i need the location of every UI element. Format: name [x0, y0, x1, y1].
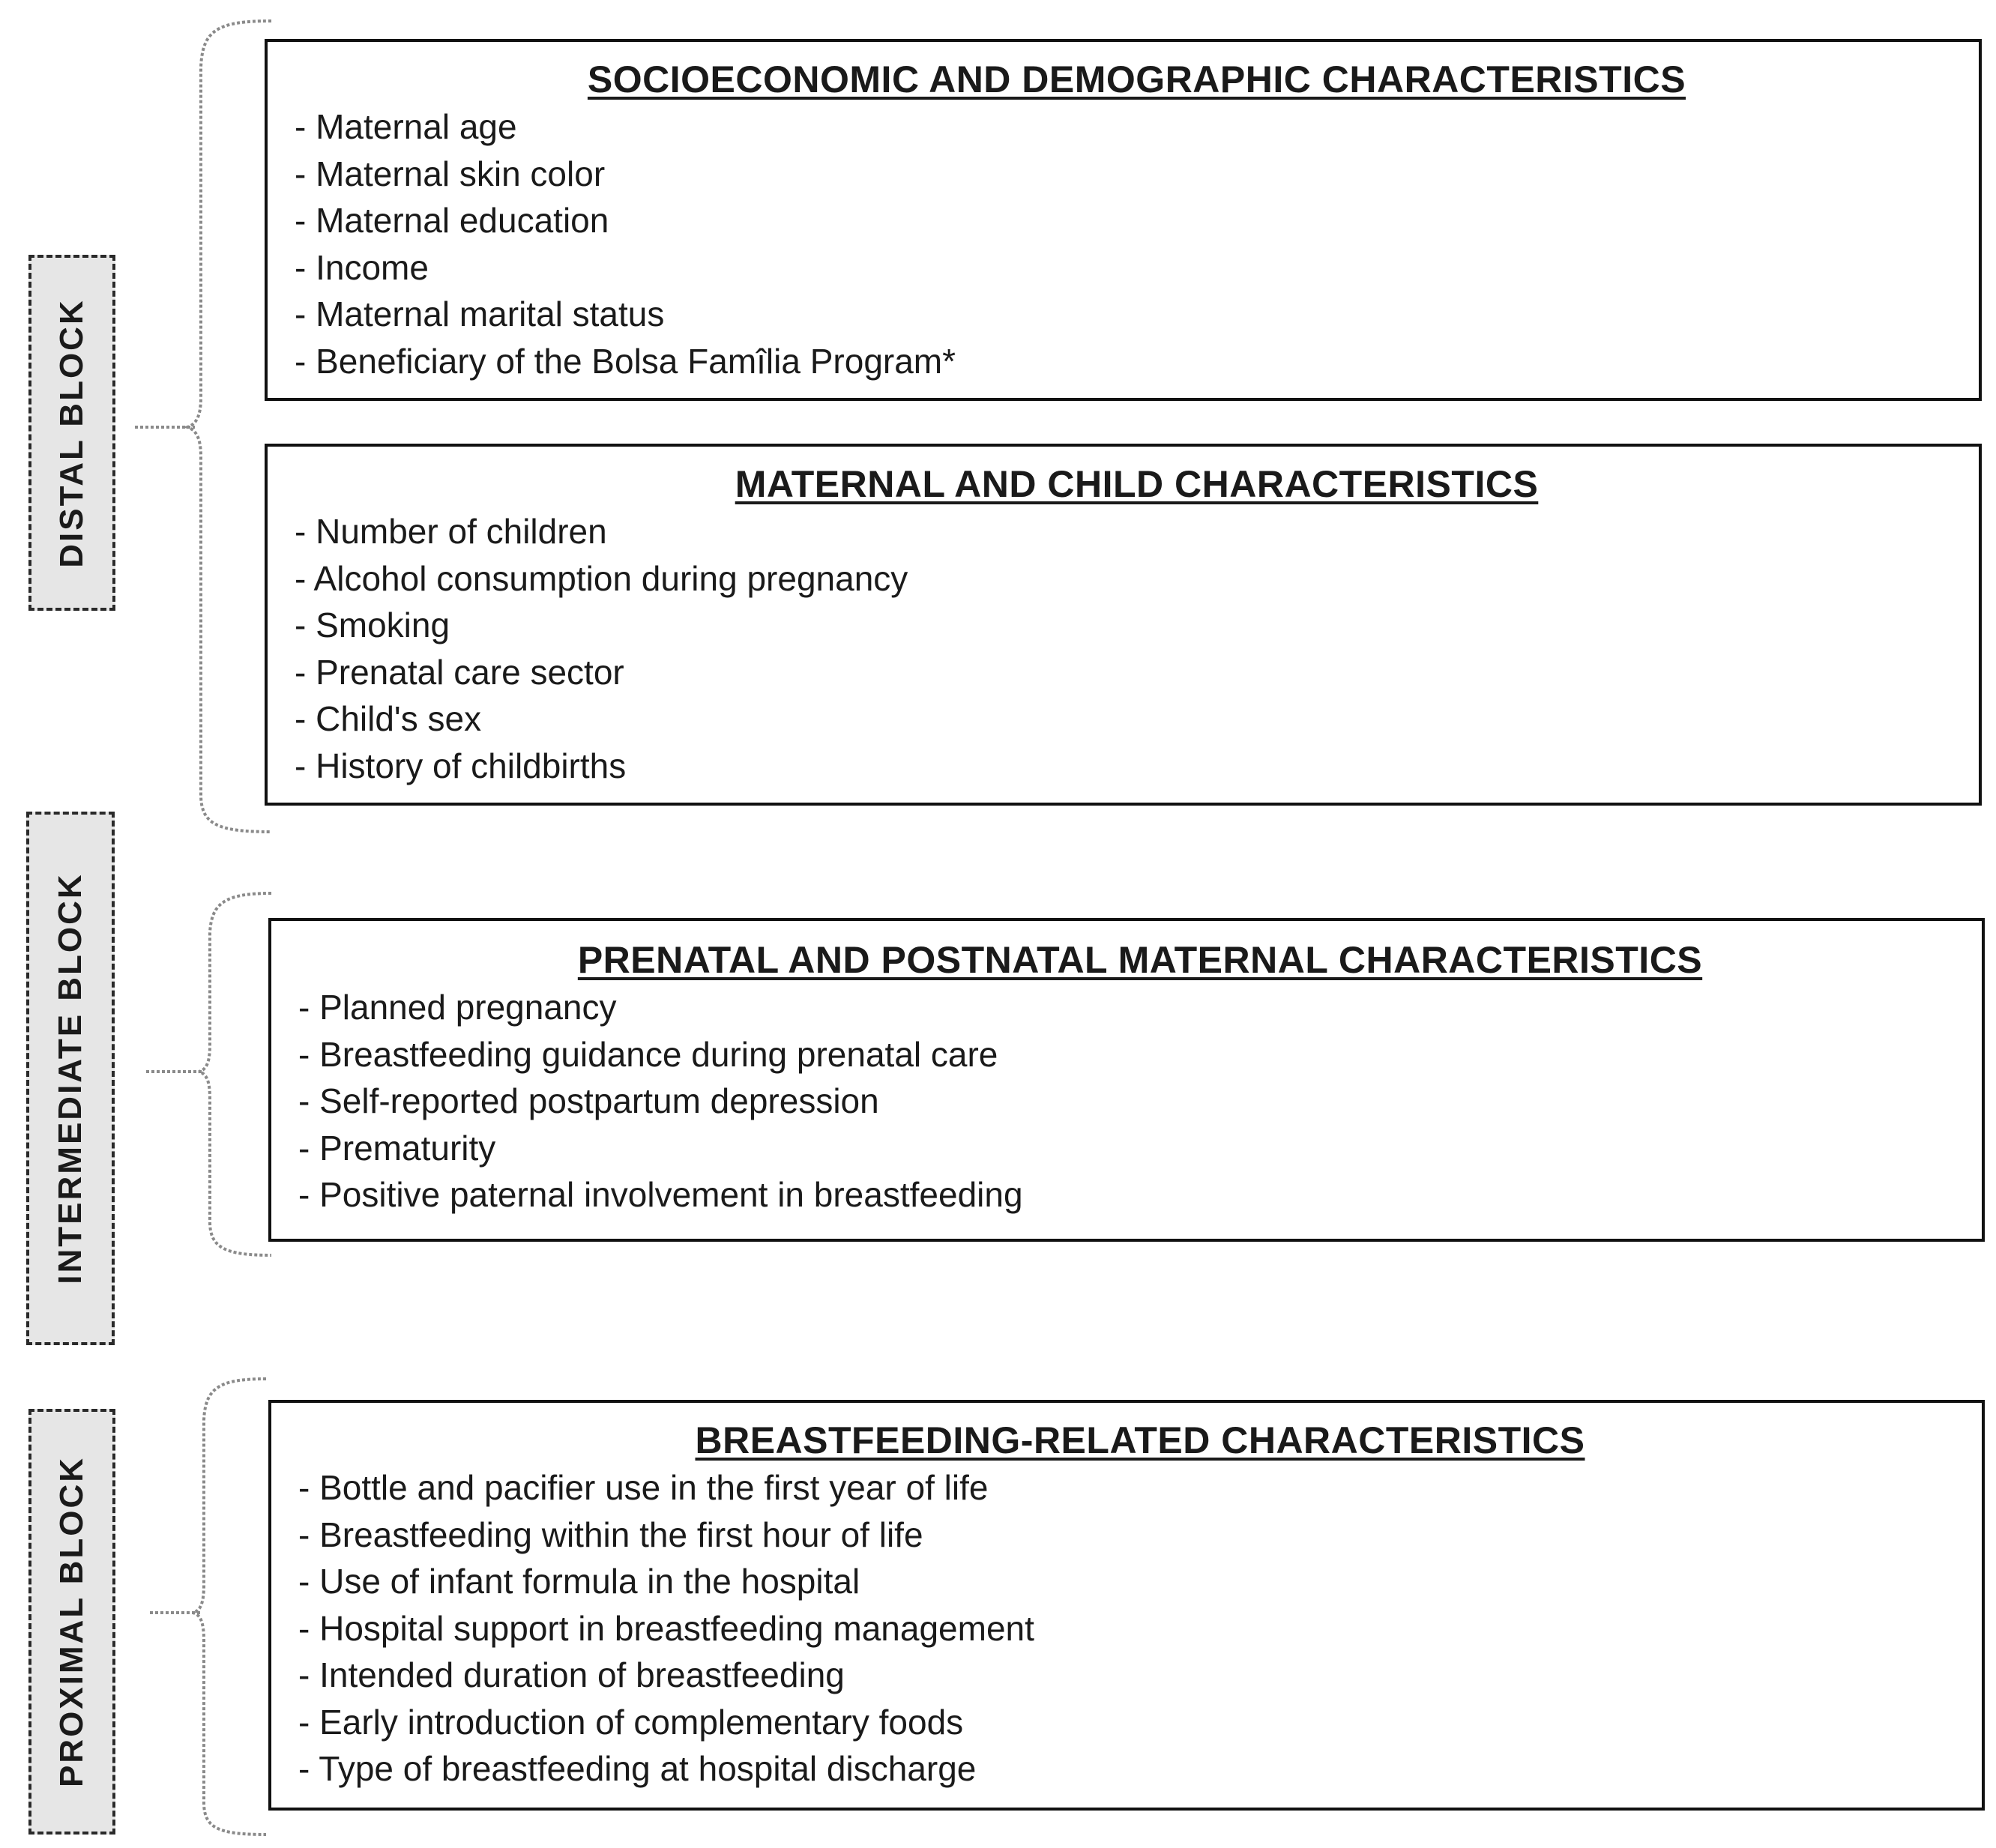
list-item: - Planned pregnancy	[298, 988, 617, 1027]
list-item: - Positive paternal involvement in breas…	[298, 1175, 1023, 1214]
characteristics-list: - Number of children - Alcohol consumpti…	[295, 508, 1979, 789]
list-item: - Income	[295, 247, 429, 287]
list-item: - Maternal skin color	[295, 154, 606, 193]
intermediate-block-label: INTERMEDIATE BLOCK	[26, 812, 115, 1345]
intermediate-block-label-text: INTERMEDIATE BLOCK	[52, 872, 88, 1284]
list-item: - Number of children	[295, 512, 607, 551]
socioeconomic-demographic-box: SOCIOECONOMIC AND DEMOGRAPHIC CHARACTERI…	[265, 39, 1982, 401]
list-item: - Maternal marital status	[295, 295, 665, 333]
box-title: SOCIOECONOMIC AND DEMOGRAPHIC CHARACTERI…	[587, 58, 1686, 100]
list-item: - Alcohol consumption during pregnancy	[295, 558, 908, 598]
list-item: - Maternal age	[295, 107, 517, 146]
proximal-brace	[150, 1377, 267, 1836]
list-item: - Early introduction of complementary fo…	[298, 1702, 964, 1742]
list-item: - Breastfeeding guidance during prenatal…	[298, 1034, 998, 1074]
list-item: - Beneficiary of the Bolsa Famîlia Progr…	[295, 341, 956, 381]
characteristics-list: - Bottle and pacifier use in the first y…	[298, 1464, 1982, 1793]
distal-block-label-text: DISTAL BLOCK	[53, 298, 90, 568]
list-item: - Type of breastfeeding at hospital disc…	[298, 1749, 977, 1788]
prenatal-postnatal-box: PRENATAL AND POSTNATAL MATERNAL CHARACTE…	[268, 918, 1985, 1242]
list-item: - Prenatal care sector	[295, 652, 624, 692]
list-item: - Child's sex	[295, 699, 482, 738]
distal-block-label: DISTAL BLOCK	[28, 255, 115, 611]
box-title: PRENATAL AND POSTNATAL MATERNAL CHARACTE…	[577, 939, 1703, 981]
breastfeeding-related-box: BREASTFEEDING-RELATED CHARACTERISTICS - …	[268, 1400, 1985, 1811]
list-item: - History of childbirths	[295, 746, 627, 785]
box-title: MATERNAL AND CHILD CHARACTERISTICS	[735, 463, 1539, 505]
list-item: - Self-reported postpartum depression	[298, 1081, 879, 1120]
characteristics-list: - Planned pregnancy - Breastfeeding guid…	[298, 984, 1982, 1219]
list-item: - Prematurity	[298, 1128, 496, 1168]
characteristics-list: - Maternal age - Maternal skin color - M…	[295, 103, 1979, 384]
list-item: - Maternal education	[295, 201, 609, 240]
intermediate-brace	[146, 892, 272, 1257]
proximal-block-label-text: PROXIMAL BLOCK	[53, 1455, 90, 1788]
list-item: - Hospital support in breastfeeding mana…	[298, 1608, 1034, 1648]
distal-brace	[135, 19, 272, 833]
list-item: - Intended duration of breastfeeding	[298, 1655, 845, 1694]
proximal-block-label: PROXIMAL BLOCK	[28, 1409, 115, 1835]
maternal-child-box: MATERNAL AND CHILD CHARACTERISTICS - Num…	[265, 444, 1982, 806]
list-item: - Bottle and pacifier use in the first y…	[298, 1468, 989, 1507]
list-item: - Smoking	[295, 606, 450, 644]
list-item: - Breastfeeding within the first hour of…	[298, 1515, 923, 1554]
list-item: - Use of infant formula in the hospital	[298, 1562, 860, 1601]
box-title: BREASTFEEDING-RELATED CHARACTERISTICS	[695, 1419, 1585, 1461]
